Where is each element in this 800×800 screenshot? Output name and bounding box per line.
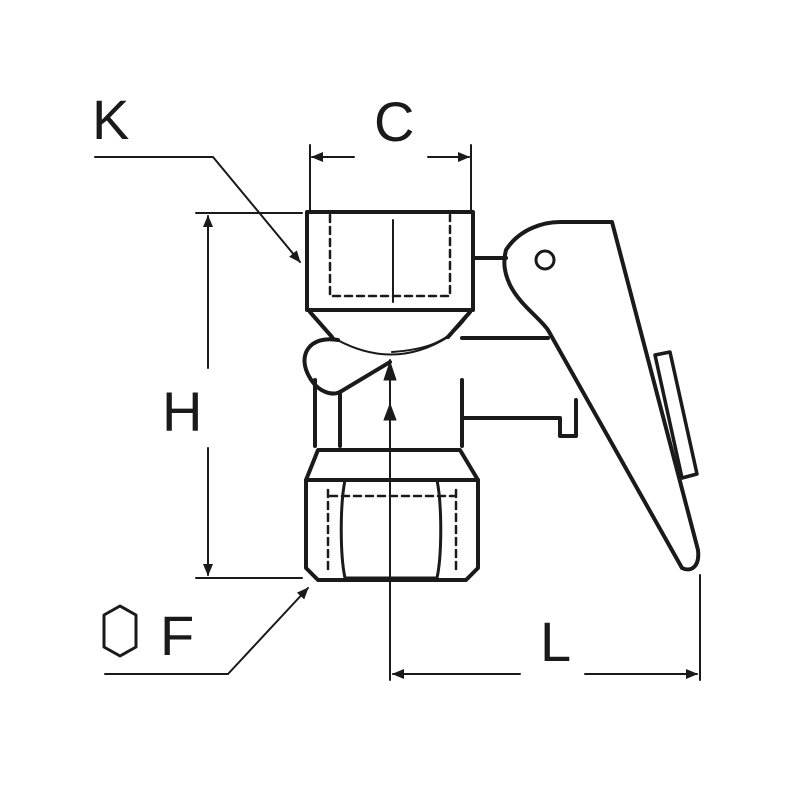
- top-port: [305, 210, 475, 312]
- dimension-h: [195, 212, 303, 579]
- dimension-c: [309, 144, 472, 211]
- label-k: K: [92, 88, 130, 151]
- label-c: C: [374, 90, 415, 153]
- hex-nut: [304, 448, 480, 582]
- hexagon-icon: [102, 604, 138, 658]
- label-f: F: [160, 604, 195, 667]
- leader-f: [104, 587, 309, 675]
- label-h: H: [162, 380, 203, 443]
- leader-k: [94, 156, 301, 263]
- flow-arrow: [383, 361, 397, 421]
- valve-body: [302, 310, 578, 448]
- label-l: L: [540, 610, 572, 673]
- lever-handle: [471, 220, 701, 572]
